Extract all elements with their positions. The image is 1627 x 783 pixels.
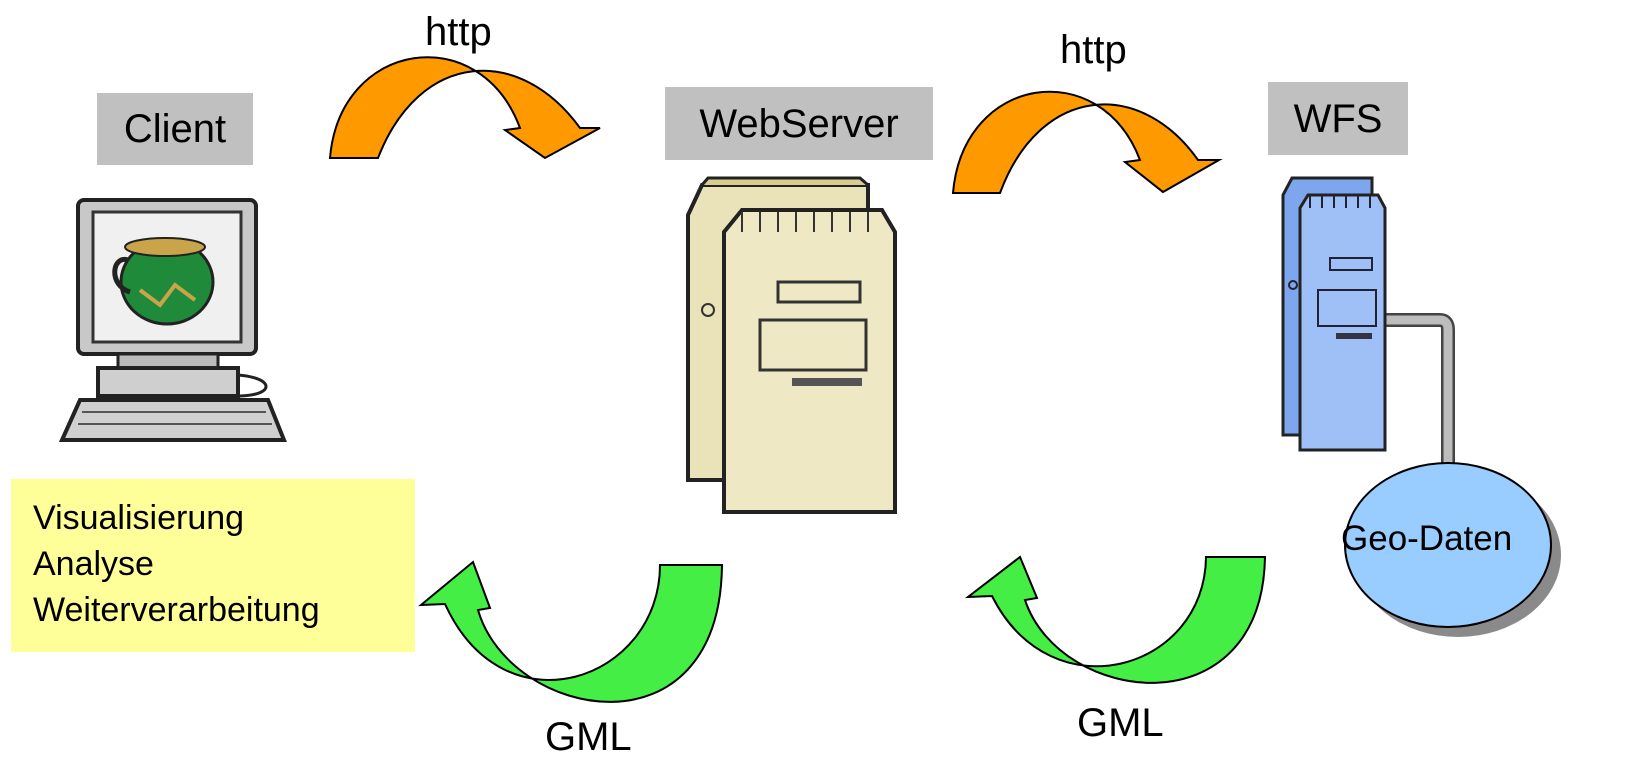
request-arrow-webserver-wfs bbox=[951, 90, 1223, 194]
request-label-client-webserver: http bbox=[425, 10, 492, 54]
function-analyse: Analyse bbox=[33, 545, 154, 583]
response-label-webserver-client: GML bbox=[545, 715, 632, 759]
wfs-server-icon bbox=[1281, 176, 1387, 452]
client-label: Client bbox=[97, 93, 253, 165]
database-pipe bbox=[1382, 313, 1455, 470]
wfs-label: WFS bbox=[1268, 82, 1408, 155]
client-label-text: Client bbox=[123, 107, 227, 151]
client-functions-note: Visualisierung Analyse Weiterverarbeitun… bbox=[11, 479, 415, 652]
computer-icon bbox=[58, 198, 287, 442]
response-arrow-webserver-client bbox=[418, 560, 724, 703]
response-arrow-wfs-webserver bbox=[964, 555, 1267, 684]
webserver-label-text: WebServer bbox=[699, 101, 899, 146]
webserver-label: WebServer bbox=[665, 87, 933, 160]
geo-daten-database bbox=[1344, 462, 1561, 637]
response-label-wfs-webserver: GML bbox=[1077, 701, 1164, 745]
function-visualisierung: Visualisierung bbox=[33, 499, 245, 537]
request-label-webserver-wfs: http bbox=[1060, 28, 1127, 72]
webserver-tower-icon bbox=[686, 176, 897, 514]
function-weiterverarbeitung: Weiterverarbeitung bbox=[33, 591, 320, 629]
geo-daten-label: Geo-Daten bbox=[1341, 519, 1513, 558]
request-arrow-client-webserver bbox=[328, 56, 601, 160]
wfs-label-text: WFS bbox=[1293, 96, 1383, 141]
